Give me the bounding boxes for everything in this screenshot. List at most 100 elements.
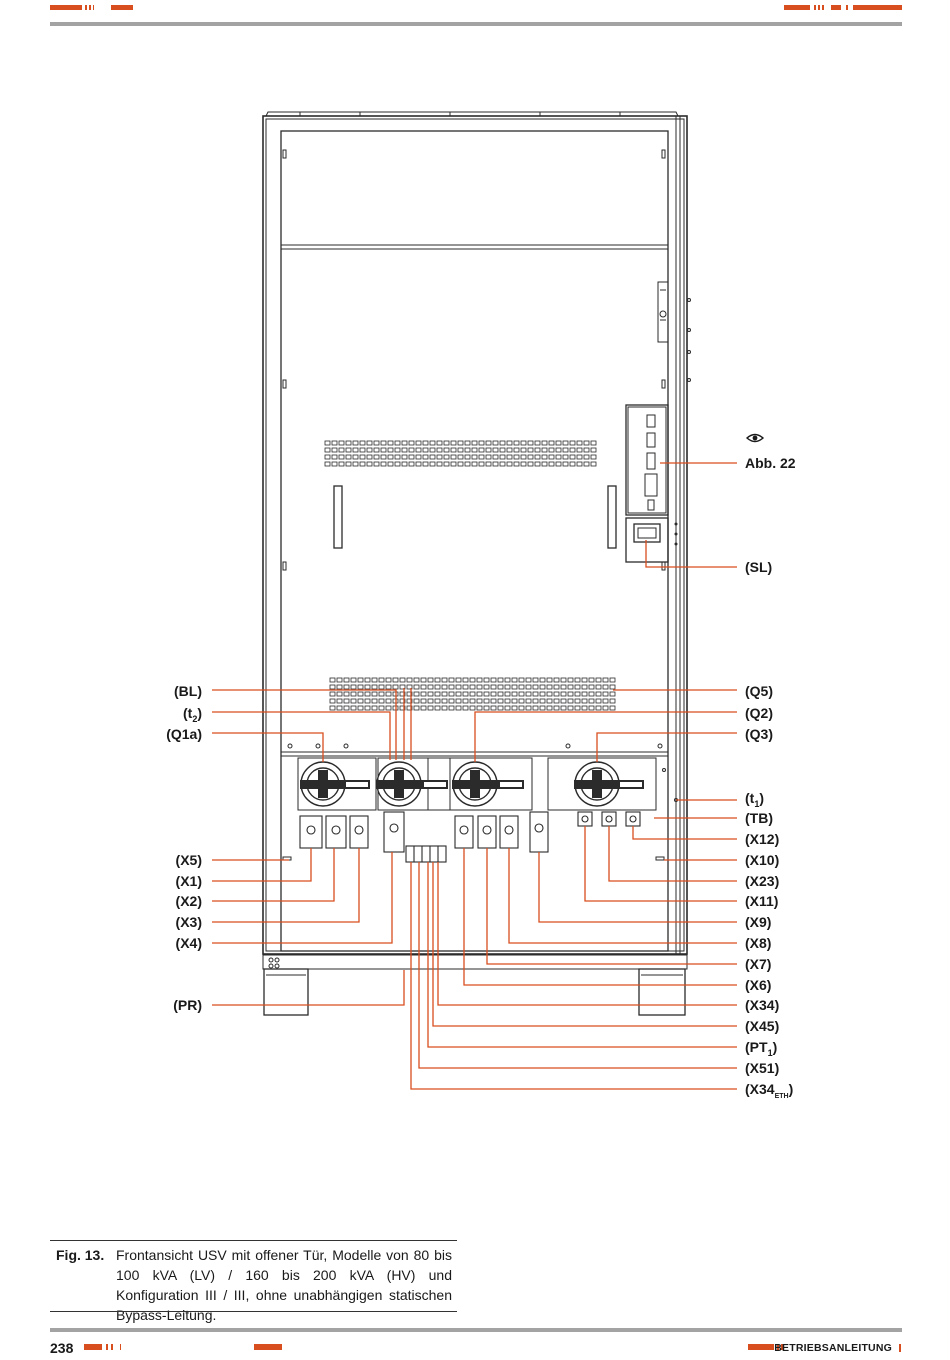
vent-slot bbox=[497, 677, 504, 683]
vent-slot bbox=[450, 461, 457, 467]
vent-slot bbox=[378, 705, 385, 711]
vent-slot bbox=[352, 461, 359, 467]
vent-slot bbox=[436, 440, 443, 446]
header-accent-block bbox=[831, 5, 841, 10]
vent-slot bbox=[455, 705, 462, 711]
header-accent-left bbox=[50, 5, 82, 10]
header-tick bbox=[818, 5, 820, 10]
vent-slot bbox=[483, 677, 490, 683]
vent-slot bbox=[443, 447, 450, 453]
vent-slot bbox=[504, 684, 511, 690]
vent-slot bbox=[352, 440, 359, 446]
vent-slot bbox=[399, 705, 406, 711]
vent-slot bbox=[520, 461, 527, 467]
vent-slot bbox=[371, 698, 378, 704]
label-tb: (TB) bbox=[745, 810, 773, 826]
vent-slot bbox=[329, 691, 336, 697]
leader-lines bbox=[212, 462, 737, 1090]
vent-slot bbox=[385, 691, 392, 697]
vent-slot bbox=[357, 705, 364, 711]
vent-slot bbox=[546, 691, 553, 697]
label-x2: (X2) bbox=[175, 893, 202, 909]
vent-slot bbox=[534, 461, 541, 467]
vent-slot bbox=[546, 684, 553, 690]
vent-slot bbox=[567, 698, 574, 704]
vent-slot bbox=[548, 454, 555, 460]
vent-slot bbox=[511, 684, 518, 690]
vent-slot bbox=[534, 454, 541, 460]
vent-slot bbox=[506, 454, 513, 460]
vent-slot bbox=[399, 691, 406, 697]
label-x10: (X10) bbox=[745, 852, 780, 868]
vent-slot bbox=[511, 691, 518, 697]
vent-slot bbox=[581, 705, 588, 711]
vent-slot bbox=[513, 454, 520, 460]
vent-slot bbox=[366, 461, 373, 467]
vent-slot bbox=[546, 698, 553, 704]
vent-slot bbox=[588, 677, 595, 683]
vent-slot bbox=[413, 698, 420, 704]
vent-slot bbox=[525, 705, 532, 711]
label-q2: (Q2) bbox=[745, 705, 773, 721]
vent-slot bbox=[364, 691, 371, 697]
vent-slot bbox=[581, 677, 588, 683]
vent-slot bbox=[569, 447, 576, 453]
vent-slot bbox=[541, 440, 548, 446]
vent-slot bbox=[450, 440, 457, 446]
label-x3: (X3) bbox=[175, 914, 202, 930]
vent-slot bbox=[562, 440, 569, 446]
vent-slot bbox=[345, 454, 352, 460]
vent-slot bbox=[443, 454, 450, 460]
vent-slot bbox=[541, 454, 548, 460]
vent-slot bbox=[455, 677, 462, 683]
eye-icon bbox=[745, 433, 765, 443]
vent-slot bbox=[532, 684, 539, 690]
vent-slot bbox=[504, 677, 511, 683]
vent-slot bbox=[380, 461, 387, 467]
vent-slot bbox=[527, 454, 534, 460]
vent-slot bbox=[520, 440, 527, 446]
vent-slot bbox=[590, 461, 597, 467]
caption-rule-top bbox=[50, 1240, 457, 1241]
page-number: 238 bbox=[50, 1340, 74, 1356]
vent-slot bbox=[539, 698, 546, 704]
vent-slot bbox=[609, 677, 616, 683]
header-accent-right bbox=[784, 5, 810, 10]
vent-slot bbox=[483, 698, 490, 704]
vent-slot bbox=[408, 447, 415, 453]
header-tick bbox=[822, 5, 824, 10]
vent-slot bbox=[560, 691, 567, 697]
vent-slot bbox=[562, 454, 569, 460]
vent-slot bbox=[506, 440, 513, 446]
vent-slot bbox=[553, 705, 560, 711]
vent-slot bbox=[422, 447, 429, 453]
vent-slot bbox=[478, 447, 485, 453]
vent-slot bbox=[324, 440, 331, 446]
vent-slot bbox=[329, 705, 336, 711]
vent-slot bbox=[378, 698, 385, 704]
vent-slot bbox=[420, 684, 427, 690]
vent-slot bbox=[504, 691, 511, 697]
vent-slot bbox=[511, 705, 518, 711]
label-x6: (X6) bbox=[745, 977, 772, 993]
vent-slot bbox=[539, 677, 546, 683]
vent-slot bbox=[581, 691, 588, 697]
vent-slot bbox=[373, 454, 380, 460]
vent-slot bbox=[518, 684, 525, 690]
vent-slot bbox=[476, 677, 483, 683]
vent-slot bbox=[380, 447, 387, 453]
vent-slot bbox=[595, 691, 602, 697]
vent-slot bbox=[478, 440, 485, 446]
vent-slot bbox=[399, 698, 406, 704]
vent-slot bbox=[436, 454, 443, 460]
vent-slot bbox=[553, 684, 560, 690]
vent-slot bbox=[455, 684, 462, 690]
vent-slot bbox=[464, 454, 471, 460]
vent-slot bbox=[476, 698, 483, 704]
vent-slot bbox=[462, 684, 469, 690]
label-x45: (X45) bbox=[745, 1018, 780, 1034]
vent-slot bbox=[553, 698, 560, 704]
vent-slot bbox=[357, 698, 364, 704]
vent-slot bbox=[427, 705, 434, 711]
vent-slot bbox=[469, 691, 476, 697]
